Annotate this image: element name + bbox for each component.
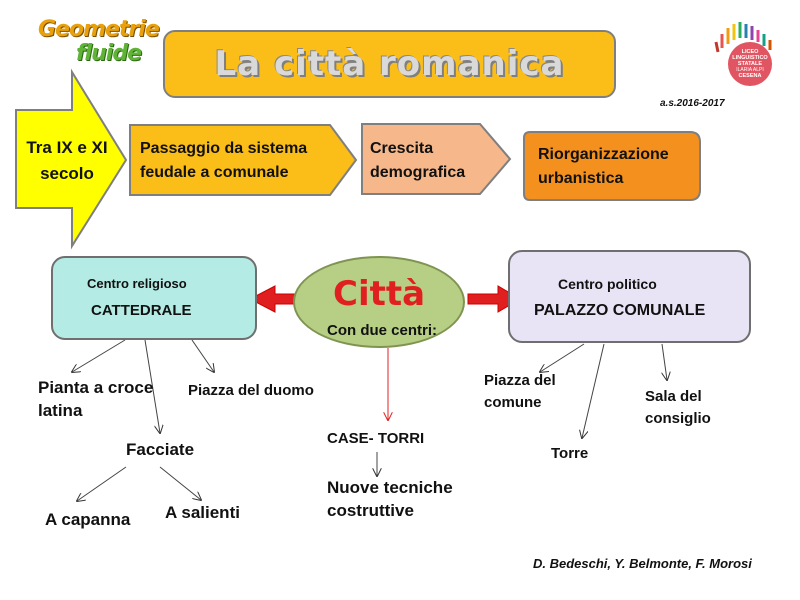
geometrie-fluide-logo: Geometrie fluide: [38, 17, 160, 66]
school-logo: LICEO LINGUISTICO STATALE ILARIA ALPI CE…: [714, 22, 772, 86]
political-center-name: PALAZZO COMUNALE: [534, 302, 706, 319]
authors-credit: D. Bedeschi, Y. Belmonte, F. Morosi: [533, 556, 752, 571]
religious-center-name: CATTEDRALE: [91, 302, 192, 319]
node-pianta-croce-latina: Pianta a croce latina: [38, 378, 154, 420]
step-2-text: Crescita demografica: [370, 140, 466, 181]
school-logo-text-2: LINGUISTICO: [732, 55, 768, 61]
political-center-box: Centro politico PALAZZO COMUNALE: [508, 250, 751, 343]
title-banner: La città romanica: [163, 30, 616, 98]
school-logo-text-5: CESENA: [739, 73, 762, 79]
node-a-salienti: A salienti: [165, 503, 240, 522]
step-1-text: Passaggio da sistema feudale a comunale: [140, 140, 308, 181]
school-logo-text-3: STATALE: [738, 61, 762, 67]
logo-line-1: Geometrie: [38, 17, 160, 42]
node-piazza-comune: Piazza del comune: [484, 372, 556, 411]
city-ellipse: [293, 256, 465, 348]
step-3-shape: [523, 131, 701, 201]
step-1-shape: [129, 124, 358, 196]
step-2-shape: [361, 123, 512, 195]
node-nuove-tecniche: Nuove tecniche costruttive: [327, 478, 453, 520]
timeline-arrow: [15, 68, 128, 250]
city-subtitle: Con due centri:: [327, 322, 438, 339]
logo-line-2: fluide: [76, 41, 142, 66]
school-logo-text-4: ILARIA ALPI: [736, 67, 764, 73]
city-title: Città: [333, 274, 426, 314]
node-facciate: Facciate: [126, 440, 195, 459]
node-piazza-duomo: Piazza del duomo: [188, 382, 314, 399]
school-year: a.s.2016-2017: [660, 98, 725, 109]
religious-center-heading: Centro religioso: [87, 276, 187, 291]
node-sala-consiglio: Sala del consiglio: [645, 388, 711, 427]
page-title: La città romanica: [214, 44, 565, 84]
step-3-text: Riorganizzazione urbanistica: [538, 146, 669, 187]
node-case-torri: CASE- TORRI: [327, 430, 425, 447]
political-center-heading: Centro politico: [558, 276, 657, 292]
religious-center-box: Centro religioso CATTEDRALE: [51, 256, 257, 340]
school-logo-text-1: LICEO: [742, 49, 760, 55]
node-a-capanna: A capanna: [45, 510, 131, 529]
node-torre: Torre: [551, 445, 589, 462]
timeline-label: Tra IX e XI secolo: [26, 138, 108, 183]
